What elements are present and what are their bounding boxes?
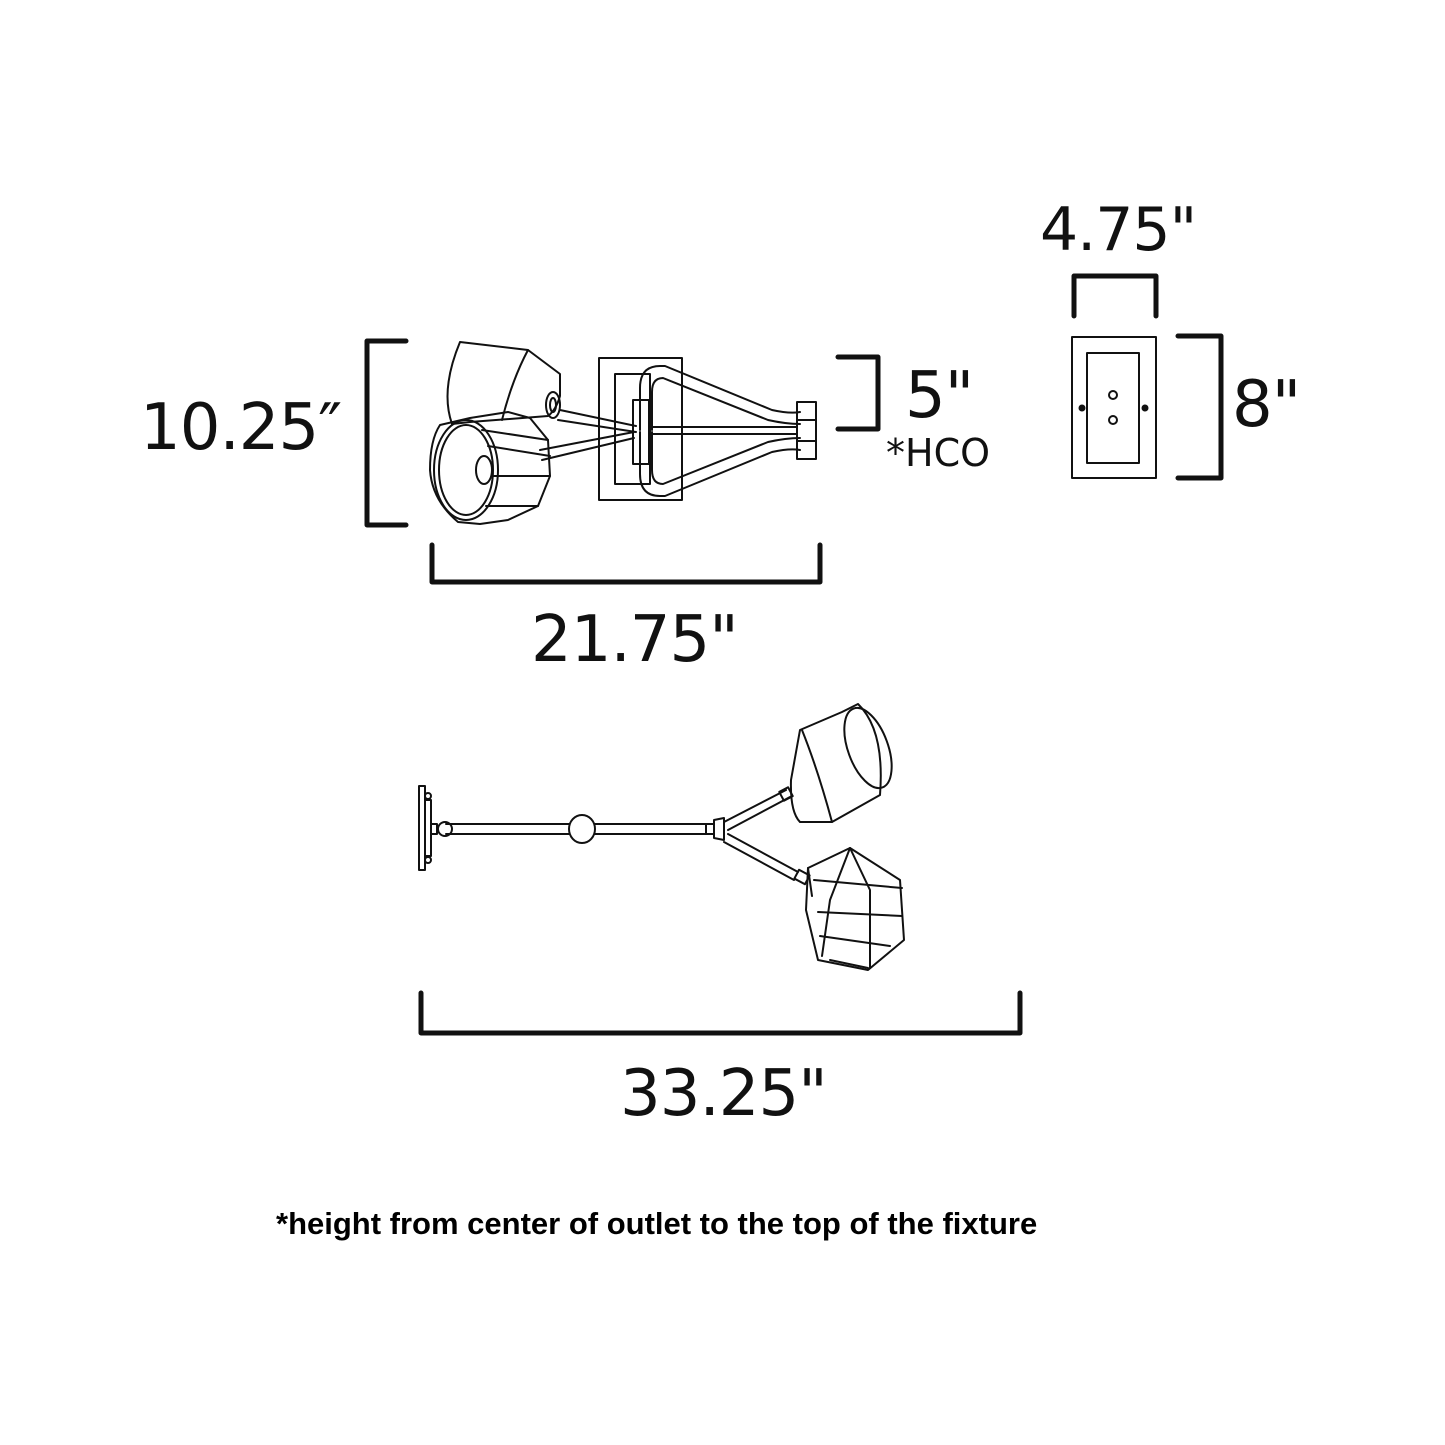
backplate-drawing [1071,336,1157,479]
front-view-upper-shade [446,341,561,425]
front-view-height-bracket [364,338,409,528]
backplate-height-bracket [1175,333,1224,481]
front-view-hco-bracket [835,354,881,432]
hco-dimension-label: 5" [905,359,974,433]
backplate-width-bracket [1071,273,1159,319]
front-view-arms [539,365,817,497]
side-view-drawing [418,703,905,971]
hco-marker-label: *HCO [886,431,991,475]
backplate-height-label: 8" [1232,368,1301,442]
backplate-width-label: 4.75" [1040,195,1197,265]
side-view-extension-bracket [418,990,1023,1036]
front-view-width-label: 21.75" [531,603,739,677]
front-view-lower-shade [429,411,551,525]
side-view-extension-label: 33.25" [620,1057,828,1131]
footnote: *height from center of outlet to the top… [276,1206,1038,1241]
front-view-width-bracket [429,542,823,585]
front-view-height-label: 10.25″ [140,391,342,465]
